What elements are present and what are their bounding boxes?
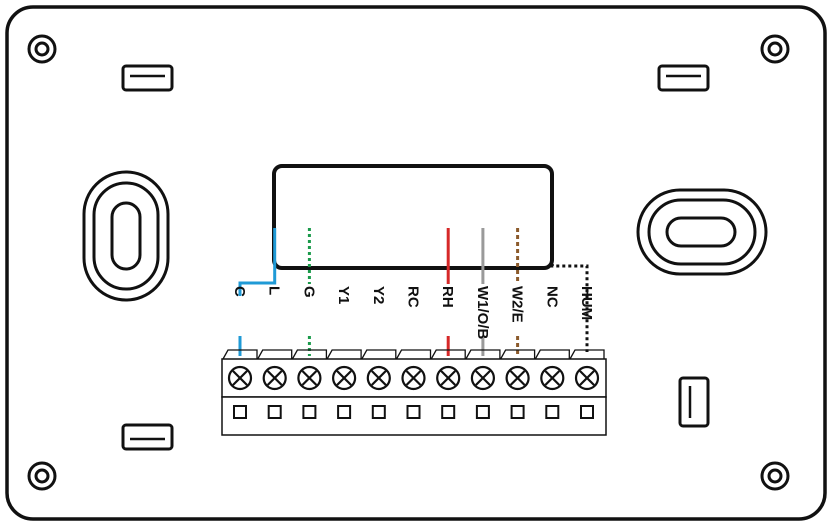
terminal-ridge — [257, 349, 293, 360]
terminal-hole-7 — [475, 405, 490, 419]
terminal-ridge — [222, 349, 258, 360]
screw-hole-top-left — [27, 34, 57, 64]
clip-top-right — [657, 64, 710, 92]
terminal-hole-8 — [510, 405, 525, 419]
terminal-holes — [233, 405, 594, 419]
terminal-hole-6 — [441, 405, 456, 419]
plate-outline — [5, 5, 827, 521]
terminal-screw-2 — [297, 365, 322, 391]
terminal-hole-0 — [233, 405, 247, 419]
terminal-ridge — [430, 349, 466, 360]
mounting-slot-right — [636, 188, 768, 276]
terminal-hole-5 — [406, 405, 421, 419]
terminal-ridge — [326, 349, 362, 360]
wire-opening — [272, 164, 554, 270]
terminal-label-rc: RC — [405, 286, 422, 308]
terminal-screw-8 — [505, 365, 530, 391]
terminal-hole-1 — [267, 405, 282, 419]
clip-right-vertical — [678, 376, 710, 428]
terminal-label-w1-o-b: W1/O/B — [474, 286, 491, 340]
terminal-ridge — [569, 349, 605, 360]
terminal-screws — [227, 365, 600, 391]
terminal-ridge — [395, 349, 432, 360]
terminal-screw-3 — [332, 365, 357, 391]
clip-bottom-left — [121, 423, 174, 451]
wire-l — [238, 228, 277, 296]
terminal-screw-6 — [436, 365, 461, 391]
terminal-ridge — [500, 349, 536, 360]
terminal-hole-2 — [302, 405, 317, 419]
screw-hole-top-right — [760, 34, 790, 64]
terminal-hole-4 — [371, 405, 386, 419]
terminal-label-l: L — [266, 286, 283, 295]
terminal-ridge — [534, 349, 570, 360]
terminal-hole-9 — [545, 405, 560, 419]
terminal-screw-0 — [227, 365, 253, 391]
terminal-ridge — [291, 349, 328, 360]
terminal-label-y2: Y2 — [370, 286, 387, 304]
terminal-label-y1: Y1 — [335, 286, 352, 304]
terminal-screw-9 — [540, 365, 565, 391]
terminal-hole-3 — [337, 405, 352, 419]
terminal-screw-10 — [574, 365, 600, 391]
screw-hole-bottom-right — [760, 461, 790, 491]
terminal-hole-10 — [580, 405, 594, 419]
terminal-screw-5 — [401, 365, 426, 391]
clip-top-left — [121, 64, 174, 92]
terminal-block — [221, 349, 607, 436]
terminal-label-rh: RH — [439, 286, 456, 308]
terminal-screw-4 — [366, 365, 391, 391]
terminal-label-hum: HUM — [578, 286, 595, 320]
wire-nc-hum — [550, 228, 589, 352]
terminal-ridges — [222, 349, 605, 360]
terminal-labels: C L G Y1 Y2 RC RH W1/O/B W2/E NC HUM — [231, 286, 595, 340]
screw-hole-bottom-left — [27, 461, 57, 491]
terminal-label-c: C — [231, 286, 248, 297]
terminal-screw-1 — [262, 365, 287, 391]
terminal-label-g: G — [300, 286, 317, 298]
terminal-ridge — [465, 349, 501, 360]
terminal-label-w2-e: W2/E — [509, 286, 526, 323]
wires — [238, 228, 589, 356]
mounting-slot-left — [82, 170, 170, 302]
terminal-ridge — [361, 349, 397, 360]
terminal-label-nc: NC — [543, 286, 560, 308]
terminal-screw-7 — [470, 365, 495, 391]
